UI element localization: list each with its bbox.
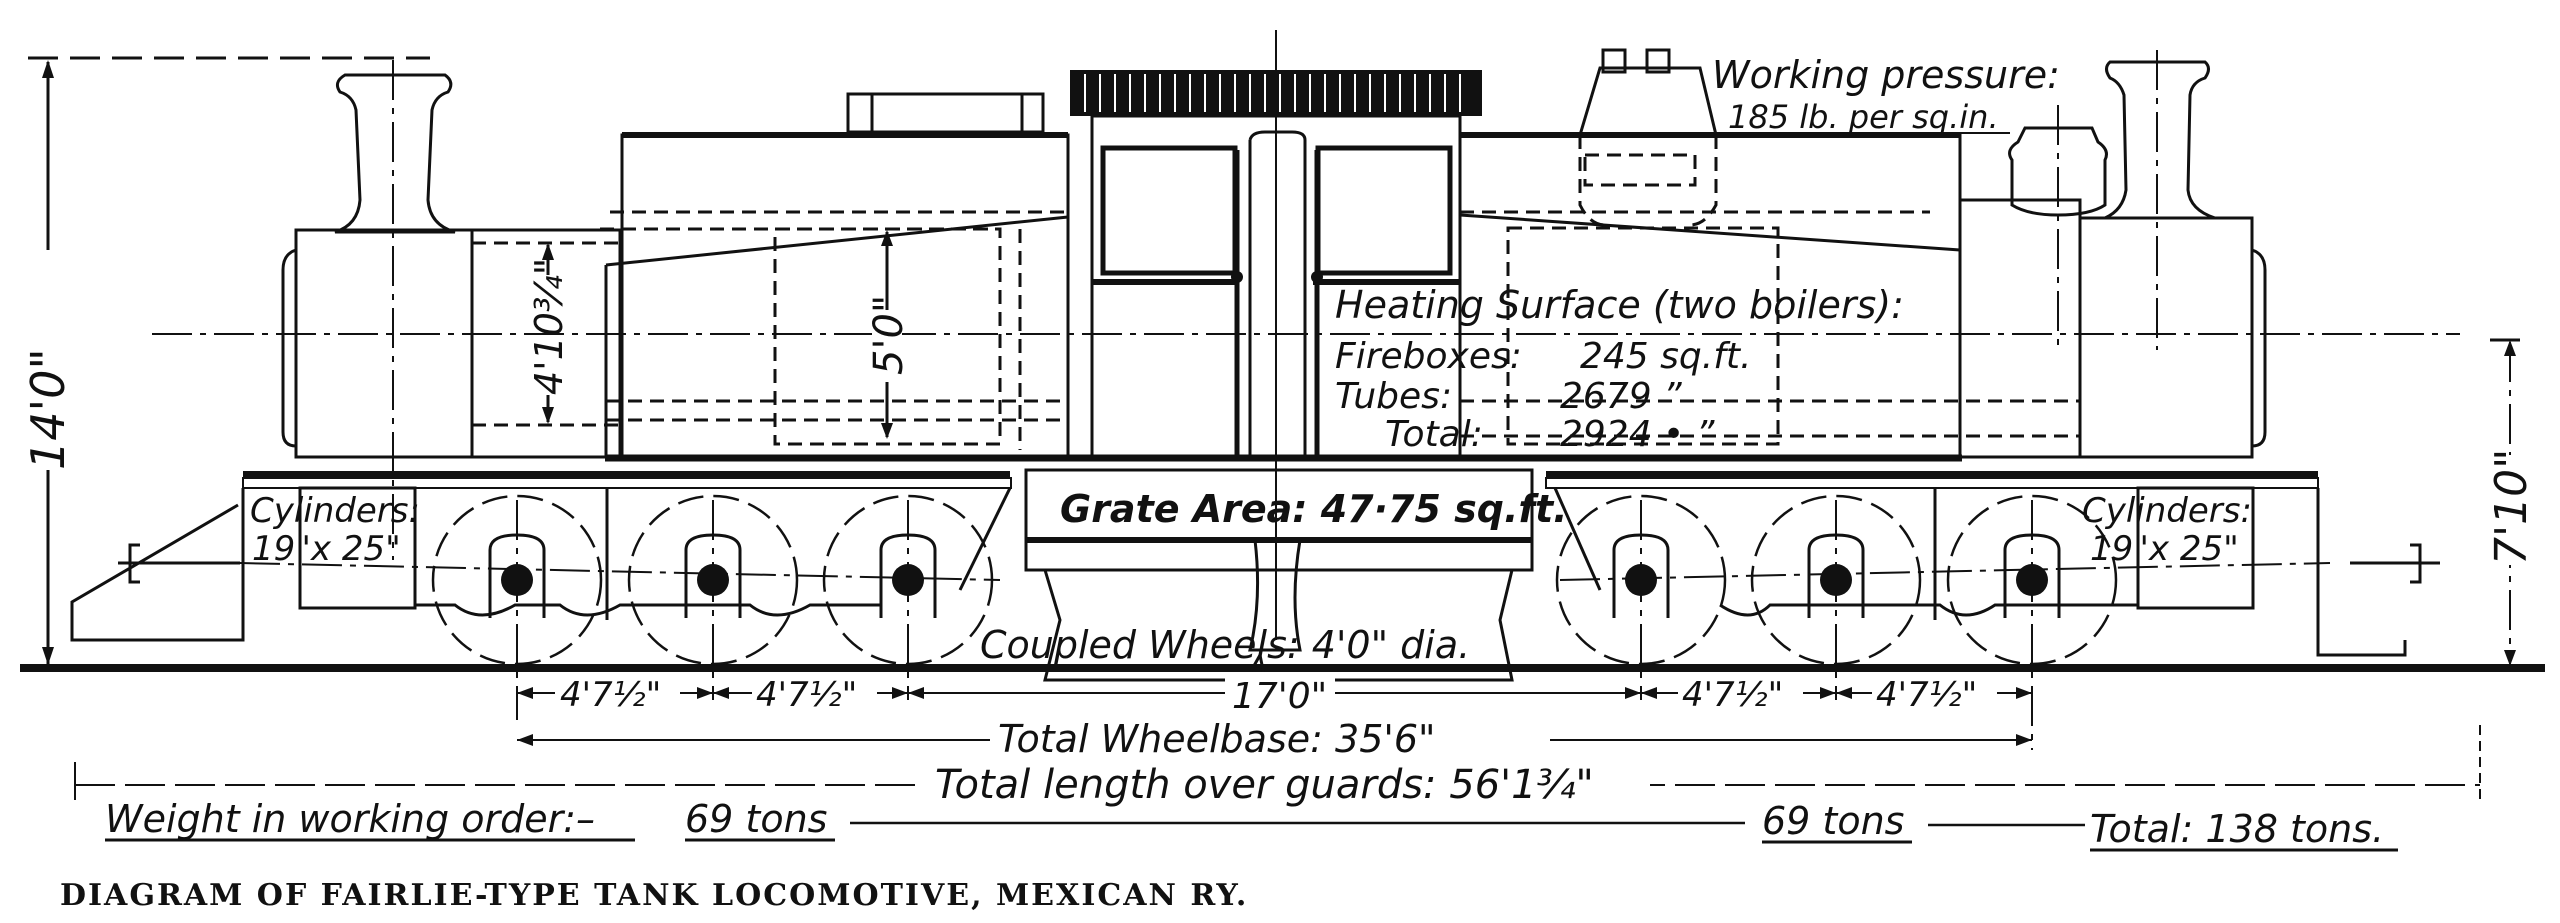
- overall-height-label: 14'0": [21, 348, 75, 470]
- tank-depth-label: 5'0": [866, 295, 912, 375]
- right-bogie: [1545, 471, 2440, 657]
- cab: [1070, 30, 1482, 640]
- boiler-height-dimension: 7'10": [2486, 338, 2537, 666]
- fireboxes-label: Fireboxes:: [1335, 336, 1522, 377]
- total-value: 2924 • ”: [1560, 414, 1715, 455]
- height-dimension: 14'0": [21, 56, 430, 665]
- right-engine-unit: [1958, 50, 2267, 459]
- grate-area: [1024, 468, 1534, 682]
- heating-surface-title: Heating Surface (two boilers):: [1335, 283, 1904, 327]
- weight-rear: 69 tons: [1762, 799, 1904, 843]
- wheel-spacing-2: 4'7½": [756, 675, 857, 715]
- left-wheel-2: [627, 494, 799, 700]
- svg-text:Cylinders:: Cylinders:: [2082, 491, 2252, 531]
- svg-text:19"x 25": 19"x 25": [2090, 529, 2239, 569]
- coupled-wheels-label: Coupled Wheels: 4'0" dia.: [980, 623, 1470, 667]
- right-chimney: [2104, 60, 2216, 220]
- weight-label: Weight in working order:–: [105, 797, 595, 841]
- weight-front: 69 tons: [685, 797, 827, 841]
- diagram-caption: DIAGRAM OF FAIRLIE-TYPE TANK LOCOMOTIVE,…: [60, 878, 1248, 913]
- left-smokebox: [294, 228, 474, 459]
- left-engine-unit: 4'10¾": [281, 60, 622, 560]
- wheel-spacing-4: 4'7½": [1876, 675, 1977, 715]
- bogie-centers: 17'0": [1232, 676, 1327, 717]
- wheel-spacing-3: 4'7½": [1682, 675, 1783, 715]
- total-wheelbase-label: Total Wheelbase: 35'6": [998, 717, 1435, 761]
- cylinders-right-label: Cylinders: 19"x 25": [2082, 491, 2252, 569]
- cylinders-left-label: Cylinders: 19"x 25": [250, 491, 420, 569]
- left-bogie: [70, 471, 1012, 642]
- right-smokebox: [2078, 216, 2254, 459]
- right-dome: [2008, 126, 2108, 217]
- weight-total: Total: 138 tons.: [2090, 807, 2384, 851]
- left-wheel-1: [431, 494, 603, 720]
- svg-text:Working pressure:: Working pressure:: [1712, 53, 2060, 97]
- svg-text:19"x 25": 19"x 25": [252, 529, 401, 569]
- right-wheel-3: [1946, 494, 2118, 750]
- total-length-dimension: Total length over guards: 56'1¾": [74, 725, 2481, 808]
- total-wheelbase-dimension: Total Wheelbase: 35'6": [517, 717, 2032, 761]
- left-tank: 5'0": [600, 92, 1070, 459]
- left-chimney: [334, 73, 456, 234]
- firebox-depth-label: 4'10¾": [527, 258, 571, 395]
- wheel-spacing-1: 4'7½": [560, 675, 661, 715]
- weight-row: Weight in working order:– 69 tons 69 ton…: [105, 797, 2398, 852]
- svg-text:185 lb. per sq.in.: 185 lb. per sq.in.: [1728, 98, 1999, 136]
- tubes-label: Tubes:: [1335, 376, 1452, 417]
- right-wheel-2: [1750, 494, 1922, 700]
- working-pressure-label: Working pressure: 185 lb. per sq.in.: [1712, 53, 2060, 136]
- boiler-height-label: 7'10": [2486, 449, 2537, 565]
- fireboxes-value: 245 sq.ft.: [1580, 336, 1751, 377]
- svg-text:Cylinders:: Cylinders:: [250, 491, 420, 531]
- total-label: Total:: [1385, 414, 1483, 455]
- wheel-spacing-dimensions: 4'7½" 4'7½" 17'0" 4'7½" 4'7½": [517, 672, 2032, 717]
- tubes-value: 2679 ”: [1560, 376, 1682, 417]
- total-length-label: Total length over guards: 56'1¾": [935, 762, 1594, 808]
- left-wheel-3: [822, 494, 994, 700]
- heating-surface-table: Heating Surface (two boilers): Fireboxes…: [1335, 283, 1904, 455]
- right-wheel-1: [1555, 494, 1727, 700]
- grate-area-label: Grate Area: 47·75 sq.ft.: [1060, 487, 1568, 531]
